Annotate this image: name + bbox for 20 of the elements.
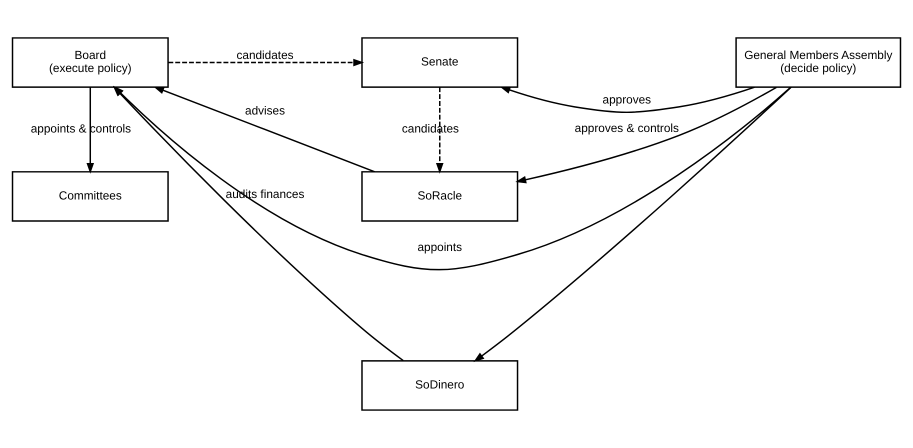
node-box: SoDinero — [361, 360, 518, 411]
node-box: General Members Assembly (decide policy) — [735, 37, 902, 88]
node-box: Committees — [12, 171, 169, 222]
arrow — [436, 87, 444, 174]
edge-label: approves — [602, 92, 652, 107]
arrow — [473, 86, 792, 362]
edge-label: appoints — [417, 240, 462, 254]
node-box: Senate — [361, 37, 518, 88]
node-box: Board (execute policy) — [12, 37, 169, 88]
arrow — [515, 86, 777, 184]
edge-label: candidates — [402, 122, 459, 136]
edge-label: approves & controls — [574, 121, 679, 136]
edge-label: advises — [245, 103, 286, 118]
arrow — [153, 86, 375, 172]
edge-label: appoints & controls — [30, 122, 132, 136]
edge-label: candidates — [236, 48, 294, 62]
arrow — [86, 87, 94, 174]
arrow — [168, 58, 364, 66]
arrow — [500, 86, 755, 114]
node-box: SoRacle — [361, 171, 518, 222]
